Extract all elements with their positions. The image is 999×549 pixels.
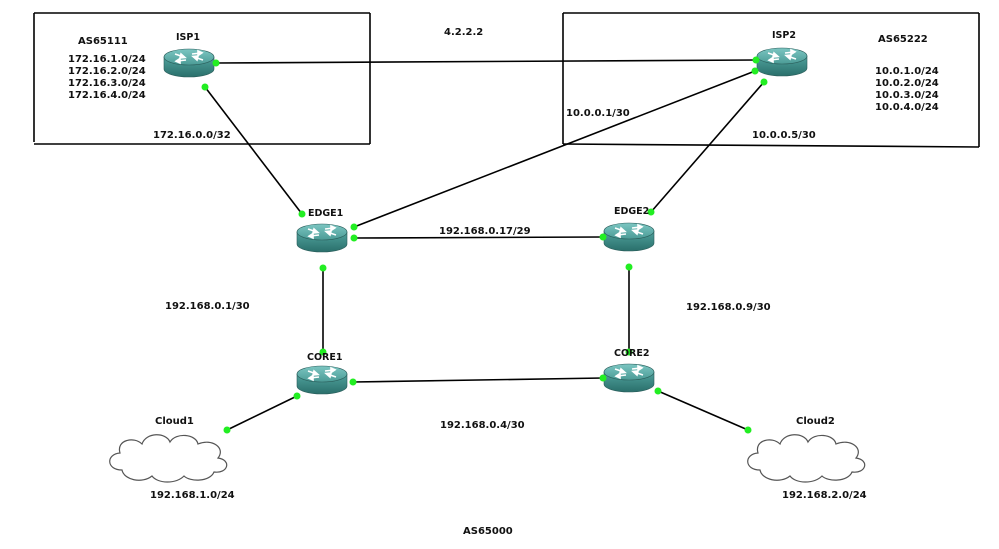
isp2-name-label: ISP2 [772, 30, 796, 41]
isp2-as-label: AS65222 [878, 34, 928, 45]
cloud2-network-label: 192.168.2.0/24 [782, 490, 867, 501]
isp1-as-box [33, 12, 371, 145]
cloud1-network-label: 192.168.1.0/24 [150, 490, 235, 501]
link-edge1-edge2 [353, 236, 604, 239]
link-isp1-edge1 [204, 86, 303, 215]
edge1-edge2-link-label: 192.168.0.17/29 [439, 226, 531, 237]
edge2-name-label: EDGE2 [614, 206, 649, 217]
link-core1-cloud1 [226, 395, 298, 431]
isp1-link-net-label: 172.16.0.0/32 [153, 130, 231, 141]
isp2-link-net-label: 10.0.0.5/30 [752, 130, 816, 141]
router-edge1[interactable] [296, 223, 348, 253]
isp1-network-2: 172.16.2.0/24 [68, 66, 146, 77]
link-core1-core2 [352, 377, 604, 383]
router-isp1[interactable] [163, 48, 215, 78]
core1-core2-link-label: 192.168.0.4/30 [440, 420, 525, 431]
edge1-isp2-link-label: 10.0.0.1/30 [566, 108, 630, 119]
isp1-network-4: 172.16.4.0/24 [68, 90, 146, 101]
core1-name-label: CORE1 [307, 352, 342, 363]
isp1-network-3: 172.16.3.0/24 [68, 78, 146, 89]
isp1-as-label: AS65111 [78, 36, 128, 47]
isp2-network-3: 10.0.3.0/24 [875, 90, 939, 101]
isp2-network-2: 10.0.2.0/24 [875, 78, 939, 89]
edge1-name-label: EDGE1 [308, 208, 343, 219]
isp2-network-4: 10.0.4.0/24 [875, 102, 939, 113]
router-isp2[interactable] [756, 47, 808, 77]
isp2-as-box [562, 12, 980, 148]
isp1-network-1: 172.16.1.0/24 [68, 54, 146, 65]
router-core1[interactable] [296, 365, 348, 395]
edge2-core2-link-label: 192.168.0.9/30 [686, 302, 771, 313]
cloud-1[interactable] [109, 434, 228, 483]
cloud-2[interactable] [747, 434, 866, 483]
router-edge2[interactable] [603, 222, 655, 252]
internet-ip-label: 4.2.2.2 [444, 27, 483, 38]
isp1-name-label: ISP1 [176, 32, 200, 43]
cloud1-name-label: Cloud1 [155, 416, 194, 427]
port-markers [201, 56, 768, 434]
link-isp1-isp2 [215, 59, 757, 64]
link-core2-cloud2 [657, 390, 749, 431]
isp2-network-1: 10.0.1.0/24 [875, 66, 939, 77]
cloud2-name-label: Cloud2 [796, 416, 835, 427]
enterprise-as-label: AS65000 [463, 526, 513, 537]
edge1-core1-link-label: 192.168.0.1/30 [165, 301, 250, 312]
link-isp2-edge2 [650, 81, 765, 213]
core2-name-label: CORE2 [614, 348, 649, 359]
router-core2[interactable] [603, 363, 655, 393]
link-edge1-isp2 [353, 70, 756, 228]
